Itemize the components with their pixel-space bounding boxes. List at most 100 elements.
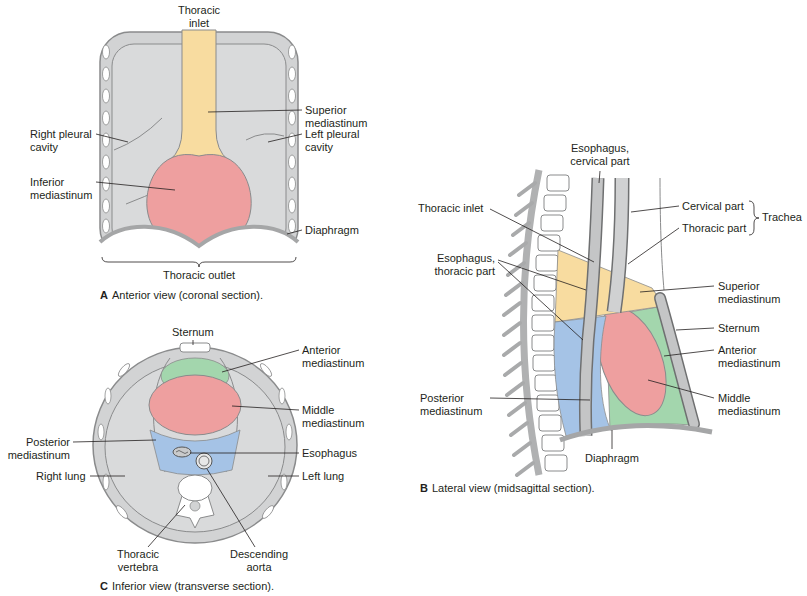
rib	[261, 504, 276, 520]
rib	[279, 388, 285, 404]
leader-lines	[490, 171, 714, 449]
part-label: Inferior view (transverse section).	[112, 580, 274, 593]
rib	[289, 45, 296, 59]
aorta-lumen	[199, 456, 209, 466]
leader-line	[96, 182, 175, 190]
rib	[115, 504, 130, 520]
leader-line	[612, 430, 613, 449]
rib	[105, 388, 111, 404]
part-label: Anterior mediastinum	[718, 344, 793, 370]
leader-line	[208, 110, 302, 112]
rib	[289, 199, 296, 213]
leader-lines	[96, 110, 302, 234]
part-label: Sternum	[718, 322, 760, 335]
leader-line	[148, 505, 185, 547]
rib	[259, 362, 274, 378]
part-label: Inferior mediastinum	[30, 176, 100, 202]
vertebral-body	[539, 415, 561, 431]
abdomen-space	[100, 227, 298, 262]
thoracic-wall	[93, 347, 297, 543]
middle-mediastinum-region	[149, 375, 241, 435]
sternum	[660, 298, 694, 424]
part-label: Left pleural cavity	[305, 128, 371, 154]
vertebral-body	[537, 395, 559, 411]
part-label: Superior mediastinum	[305, 104, 380, 130]
rib	[289, 89, 296, 103]
part-label: Thoracic inlet	[418, 202, 483, 215]
rib	[289, 111, 296, 125]
leader-line	[599, 171, 600, 183]
neck-outline	[660, 178, 664, 290]
coronal-section	[100, 30, 298, 267]
part-label: Left lung	[302, 470, 344, 483]
leader-line	[207, 469, 255, 547]
part-label: Thoracic inlet	[174, 4, 224, 30]
leader-line	[96, 134, 128, 142]
posterior-mediastinum-region	[150, 430, 240, 475]
rib	[103, 177, 110, 191]
part-label: Lateral view (midsagittal section).	[432, 482, 595, 495]
part-label: Diaphragm	[585, 452, 639, 465]
superior-mediastinum-region	[170, 30, 228, 160]
rib	[289, 67, 296, 81]
rib	[289, 155, 296, 169]
spinous-processes	[504, 183, 535, 475]
part-label: Superior mediastinum	[718, 280, 793, 306]
trachea	[614, 178, 622, 312]
part-label: Middle mediastinum	[718, 392, 793, 418]
rib	[103, 89, 110, 103]
leader-line	[190, 453, 299, 454]
bracket	[102, 257, 296, 267]
part-label: Descending aorta	[228, 548, 290, 574]
part-label: Anterior mediastinum	[302, 344, 377, 370]
rib	[103, 111, 110, 125]
leader-line	[498, 262, 583, 340]
rib	[286, 424, 292, 440]
pleural-cavities	[105, 362, 285, 532]
descending-aorta	[196, 453, 212, 469]
part-label: Right lung	[36, 470, 86, 483]
part-label: Right pleural cavity	[30, 128, 96, 154]
vertebral-body	[533, 355, 555, 371]
part-label: Middle mediastinum	[302, 404, 377, 430]
vertebral-body	[534, 275, 556, 291]
esophagus	[173, 447, 191, 457]
part-label: Anterior view (coronal section).	[112, 289, 263, 302]
leader-line	[676, 328, 714, 330]
transverse-section	[93, 343, 297, 543]
rib	[103, 133, 110, 147]
leader-line	[498, 260, 586, 290]
leader-line	[90, 476, 125, 477]
vertebral-body	[532, 315, 554, 331]
vertebral-body	[178, 475, 212, 501]
leader-line	[631, 206, 679, 212]
part-label: Posterior mediastinum	[420, 392, 490, 418]
leader-line	[193, 340, 194, 345]
rib	[103, 155, 110, 169]
vertebral-body	[535, 375, 557, 391]
esophagus-lumen	[176, 451, 188, 454]
leader-line	[648, 380, 714, 398]
leader-line	[640, 286, 714, 292]
part-label: Esophagus	[302, 447, 357, 460]
leader-line	[232, 406, 299, 410]
panel-letter: A	[100, 289, 108, 302]
leader-line	[490, 398, 590, 400]
esophagus	[585, 178, 598, 436]
fissure	[114, 118, 162, 150]
rib	[289, 133, 296, 147]
part-label: Posterior mediastinum	[2, 436, 70, 462]
vertebral-body	[536, 255, 558, 271]
fissure	[246, 134, 284, 140]
rib	[103, 219, 110, 233]
diaphragm	[100, 227, 298, 246]
part-label: Esophagus, cervical part	[560, 142, 640, 168]
part-label: Cervical part	[682, 200, 744, 213]
part-label: Diaphragm	[305, 224, 359, 237]
trachea-outline	[614, 178, 622, 312]
rib	[103, 199, 110, 213]
part-label: Thoracic vertebra	[108, 548, 168, 574]
sternum-outline	[660, 298, 694, 424]
part-label: Thoracic outlet	[149, 269, 249, 282]
